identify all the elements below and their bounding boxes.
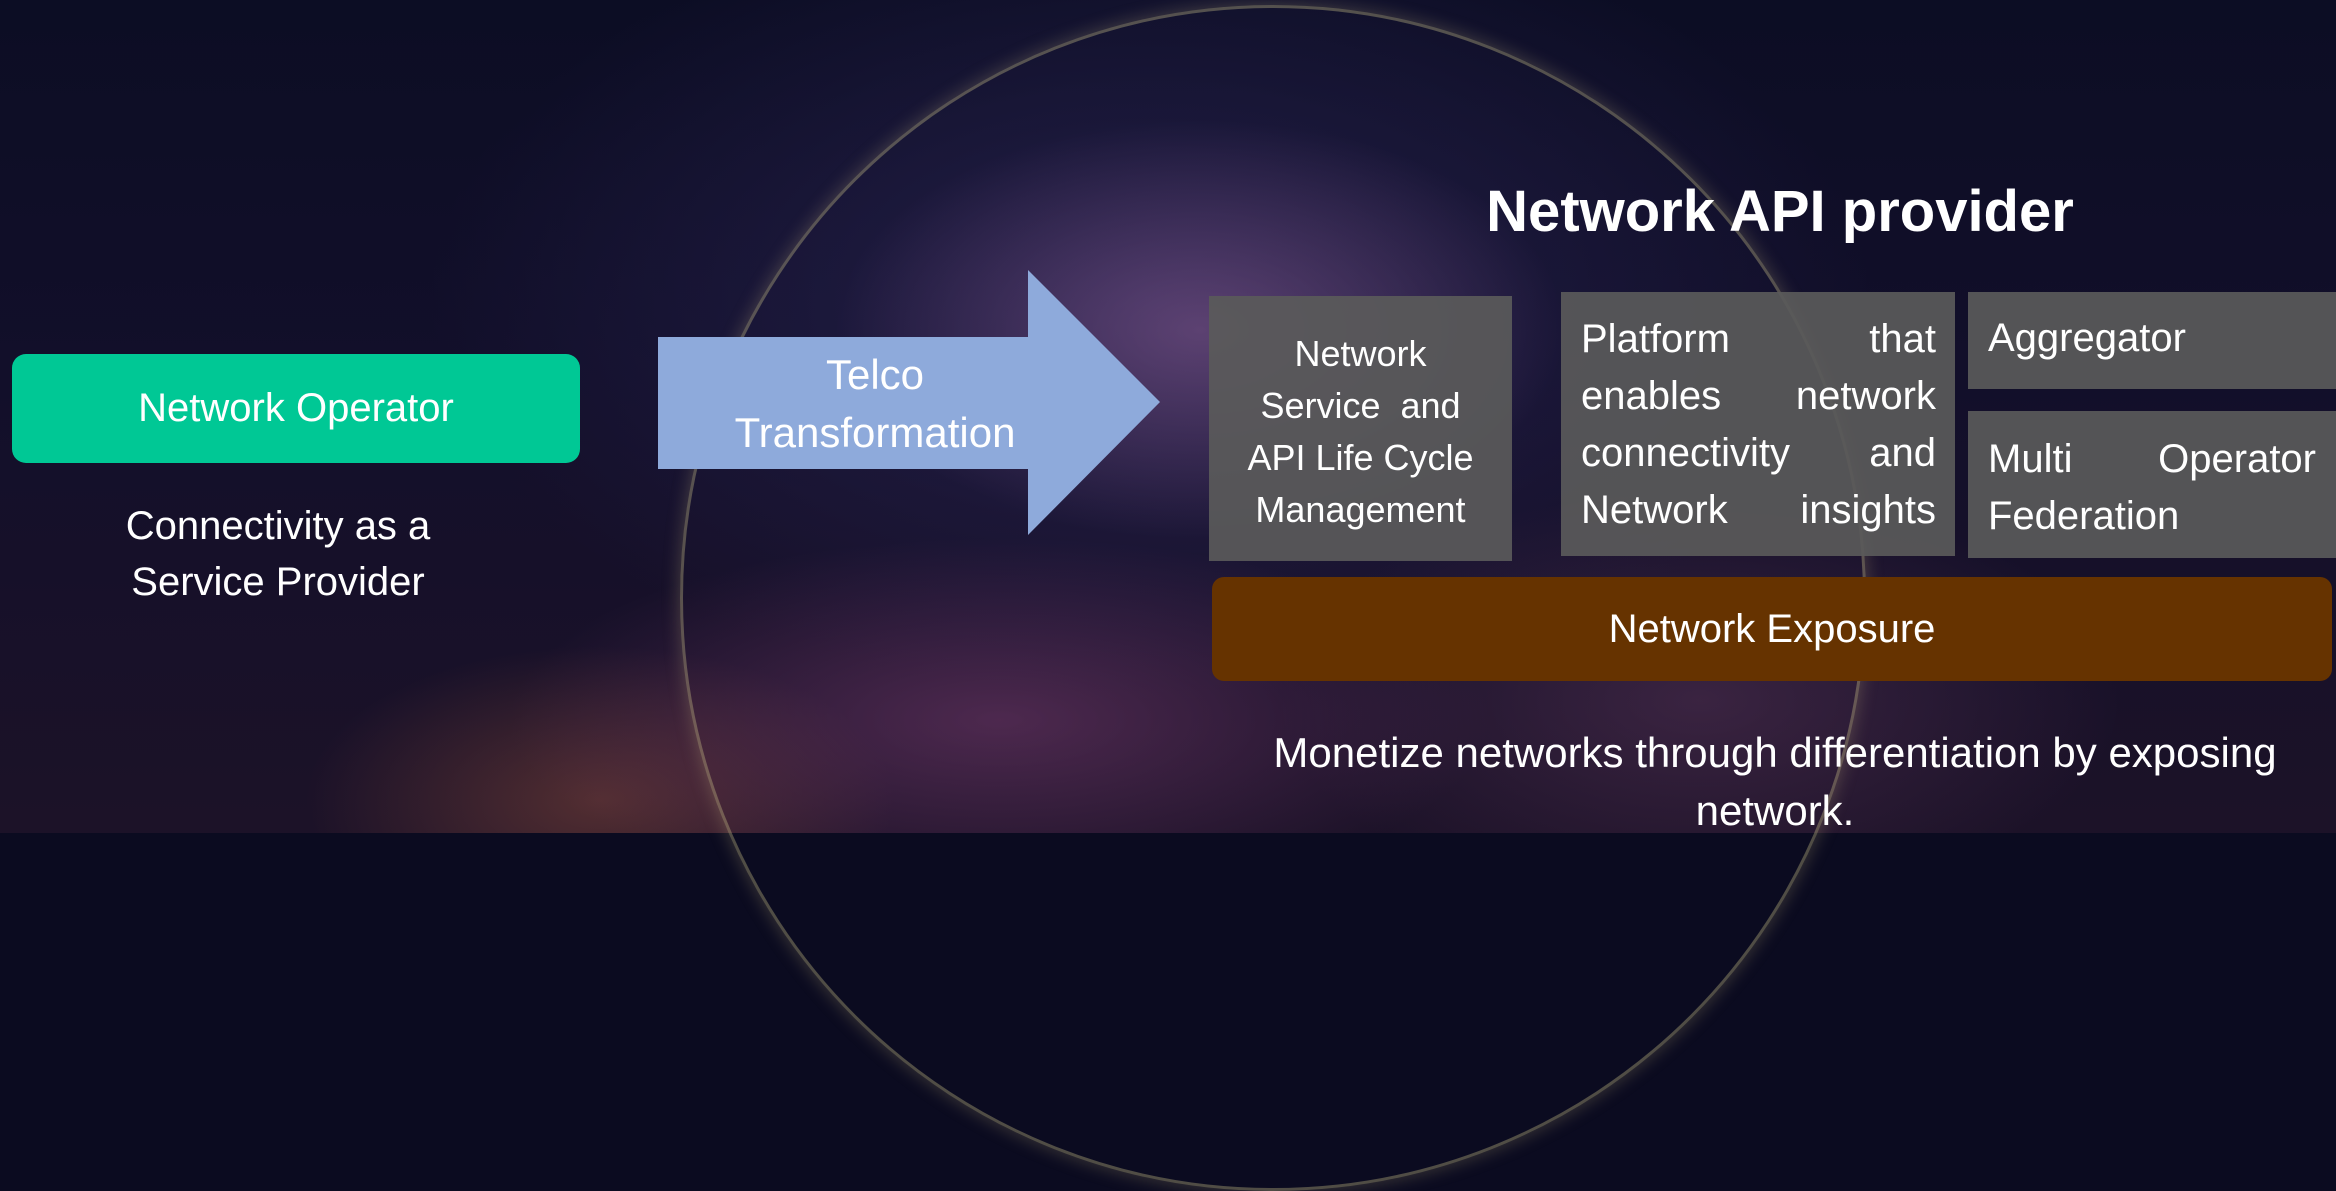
lifecycle-line-1: Network [1294,333,1427,374]
network-operator-label: Network Operator [138,386,454,430]
federation-line-2: Federation [1988,494,2180,538]
transformation-arrow [658,270,1160,535]
federation-line-1: Multi Operator [1988,437,2316,481]
network-api-provider-title: Network API provider [1486,179,2074,244]
operator-subtitle-line-1: Connectivity as a [125,504,431,548]
platform-box: Platform that enables network connectivi… [1561,292,1955,556]
network-operator-box: Network Operator [12,354,580,463]
transformation-label: Telco Transformation [700,346,1050,462]
lifecycle-line-4: Management [1255,489,1466,530]
platform-line-1: Platform that [1581,317,1936,361]
network-exposure-label: Network Exposure [1608,606,1936,651]
transformation-label-line-1: Telco [825,351,925,398]
lifecycle-line-2: Service and [1260,385,1461,426]
monetize-caption: Monetize networks through differentiatio… [1230,724,2320,840]
aggregator-box: Aggregator [1968,292,2336,389]
network-exposure-bar: Network Exposure [1212,577,2332,681]
aggregator-label: Aggregator [1988,316,2186,360]
platform-line-3: connectivity and [1581,431,1936,475]
platform-line-4: Network insights [1581,488,1936,532]
platform-line-2: enables network [1581,374,1936,418]
monetize-line-1: Monetize networks through differentiatio… [1273,729,2277,776]
federation-box: Multi Operator Federation [1968,411,2336,558]
operator-subtitle-line-2: Service Provider [131,560,425,604]
transformation-label-line-2: Transformation [734,409,1016,456]
operator-subtitle: Connectivity as a Service Provider [60,498,496,610]
lifecycle-line-3: API Life Cycle [1247,437,1474,478]
lifecycle-management-box: Network Service and API Life Cycle Manag… [1209,296,1512,561]
monetize-line-2: network. [1695,787,1855,834]
